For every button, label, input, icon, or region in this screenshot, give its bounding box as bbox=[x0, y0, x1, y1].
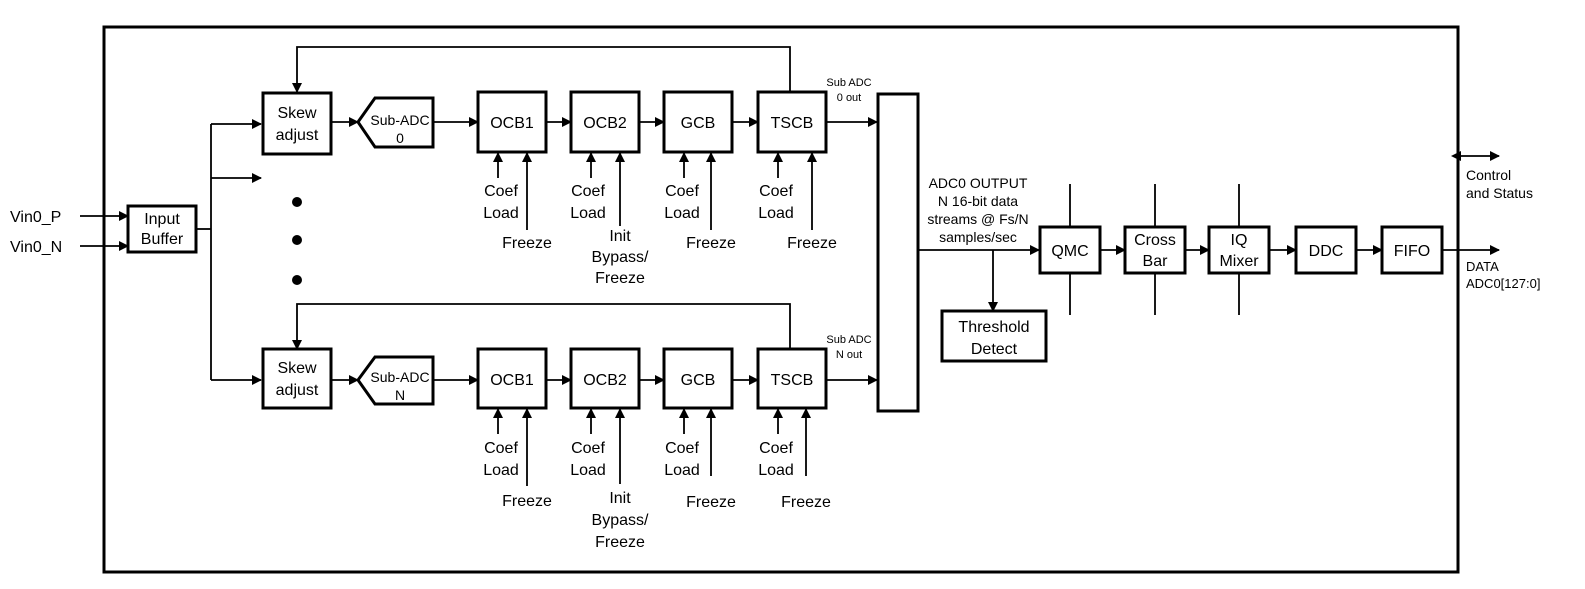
init-bypass-freeze-n-line3: Freeze bbox=[595, 534, 645, 551]
coef-load-ocb2-0-line1: Coef bbox=[571, 183, 605, 200]
coef-load-tscb-n-line2: Load bbox=[758, 462, 794, 479]
coef-load-ocb2-n-line1: Coef bbox=[571, 440, 605, 457]
tscb-block-n bbox=[756, 347, 828, 410]
tscb-block-0 bbox=[756, 90, 828, 154]
adc0-output-line3: streams @ Fs/N bbox=[927, 211, 1028, 227]
data-out-line2: ADC0[127:0] bbox=[1466, 276, 1540, 291]
coef-load-gcb-n-line1: Coef bbox=[665, 440, 699, 457]
qmc-label: QMC bbox=[1051, 243, 1088, 260]
coef-load-ocb2-n-line2: Load bbox=[570, 462, 606, 479]
sub-adc-0-out-line2: 0 out bbox=[837, 92, 861, 104]
sub-adc-n-out-line2: N out bbox=[836, 349, 862, 361]
sub-adc-n-out-line1: Sub ADC bbox=[826, 334, 871, 346]
adc0-output-line4: samples/sec bbox=[939, 229, 1017, 245]
control-status-line1: Control bbox=[1466, 167, 1511, 183]
ocb1-block-0 bbox=[476, 90, 548, 154]
skew-adjust-block-0 bbox=[261, 91, 333, 156]
fifo-label: FIFO bbox=[1394, 243, 1430, 260]
ocb1-block-n bbox=[476, 347, 548, 410]
threshold-detect-block bbox=[940, 309, 1048, 363]
sub-adc-0-index: 0 bbox=[396, 130, 404, 146]
coef-load-tscb-0-line1: Coef bbox=[759, 183, 793, 200]
ellipsis-dot bbox=[292, 197, 302, 207]
coef-load-gcb-0-line2: Load bbox=[664, 205, 700, 222]
iq-mixer-line2: Mixer bbox=[1219, 253, 1259, 270]
threshold-detect-line1: Threshold bbox=[958, 319, 1029, 336]
vin0-n-label: Vin0_N bbox=[10, 239, 62, 256]
coef-load-tscb-n-line1: Coef bbox=[759, 440, 793, 457]
init-bypass-freeze-0-line2: Bypass/ bbox=[592, 249, 649, 266]
input-buffer-block bbox=[126, 204, 198, 254]
ellipsis-dot bbox=[292, 275, 302, 285]
ocb2-block-n bbox=[569, 347, 641, 410]
ocb2-0-label: OCB2 bbox=[583, 115, 627, 132]
sub-adc-0-label: Sub-ADC bbox=[370, 112, 429, 128]
adc0-outer-frame bbox=[102, 25, 1460, 574]
freeze-tscb-0-label: Freeze bbox=[787, 235, 837, 252]
adc0-output-line2: N 16-bit data bbox=[938, 193, 1018, 209]
skew-adjust-n-line1: Skew bbox=[277, 360, 317, 377]
fifo-block bbox=[1380, 225, 1444, 275]
sub-adc-0-out-line1: Sub ADC bbox=[826, 77, 871, 89]
init-bypass-freeze-n-line2: Bypass/ bbox=[592, 512, 649, 529]
freeze-ocb1-0-label: Freeze bbox=[502, 235, 552, 252]
data-out-line1: DATA bbox=[1466, 259, 1499, 274]
coef-load-gcb-0-line1: Coef bbox=[665, 183, 699, 200]
coef-load-ocb1-n-line1: Coef bbox=[484, 440, 518, 457]
freeze-tscb-n-label: Freeze bbox=[781, 494, 831, 511]
ocb2-n-label: OCB2 bbox=[583, 372, 627, 389]
skew-adjust-n-line2: adjust bbox=[276, 382, 319, 399]
input-buffer-label-line1: Input bbox=[144, 211, 180, 228]
ddc-label: DDC bbox=[1309, 243, 1344, 260]
ellipsis-dot bbox=[292, 235, 302, 245]
coef-load-ocb1-n-line2: Load bbox=[483, 462, 519, 479]
init-bypass-freeze-0-line3: Freeze bbox=[595, 270, 645, 287]
feedback-loop-0 bbox=[292, 46, 791, 93]
control-status-line2: and Status bbox=[1466, 185, 1533, 201]
ocb1-0-label: OCB1 bbox=[490, 115, 534, 132]
coef-load-ocb1-0-line2: Load bbox=[483, 205, 519, 222]
coef-load-tscb-0-line2: Load bbox=[758, 205, 794, 222]
skew-adjust-block-n bbox=[261, 347, 333, 410]
cross-bar-line2: Bar bbox=[1143, 253, 1169, 270]
cross-bar-block bbox=[1123, 225, 1187, 275]
threshold-detect-line2: Detect bbox=[971, 341, 1018, 358]
tscb-0-label: TSCB bbox=[771, 115, 814, 132]
gcb-0-label: GCB bbox=[681, 115, 716, 132]
ocb1-n-label: OCB1 bbox=[490, 372, 534, 389]
sub-adc-n-index: N bbox=[395, 387, 405, 403]
gcb-block-n bbox=[662, 347, 734, 410]
freeze-ocb1-n-label: Freeze bbox=[502, 493, 552, 510]
skew-adjust-0-line1: Skew bbox=[277, 105, 317, 122]
freeze-gcb-n-label: Freeze bbox=[686, 494, 736, 511]
gcb-n-label: GCB bbox=[681, 372, 716, 389]
vin0-p-label: Vin0_P bbox=[10, 209, 61, 226]
combiner-block bbox=[876, 92, 920, 413]
sub-adc-n-label: Sub-ADC bbox=[370, 369, 429, 385]
init-bypass-freeze-n-line1: Init bbox=[609, 490, 631, 507]
input-buffer-label-line2: Buffer bbox=[141, 231, 184, 248]
tscb-n-label: TSCB bbox=[771, 372, 814, 389]
cross-bar-line1: Cross bbox=[1134, 232, 1176, 249]
init-bypass-freeze-0-line1: Init bbox=[609, 228, 631, 245]
coef-load-gcb-n-line2: Load bbox=[664, 462, 700, 479]
coef-load-ocb2-0-line2: Load bbox=[570, 205, 606, 222]
coef-load-ocb1-0-line1: Coef bbox=[484, 183, 518, 200]
skew-adjust-0-line2: adjust bbox=[276, 127, 319, 144]
iq-mixer-line1: IQ bbox=[1231, 232, 1248, 249]
adc0-output-line1: ADC0 OUTPUT bbox=[929, 175, 1028, 191]
feedback-loop-n bbox=[292, 303, 791, 350]
freeze-gcb-0-label: Freeze bbox=[686, 235, 736, 252]
gcb-block-0 bbox=[662, 90, 734, 154]
